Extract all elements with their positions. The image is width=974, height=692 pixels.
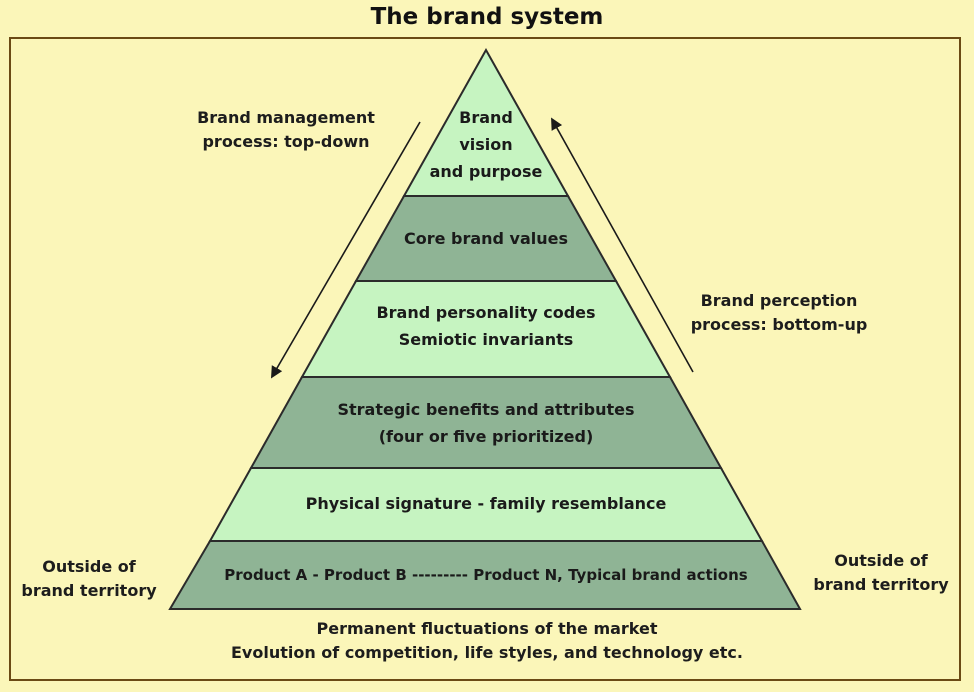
diagram-frame bbox=[9, 37, 961, 681]
top-down-process-label: Brand management process: top-down bbox=[197, 108, 375, 151]
pyramid-level-products bbox=[168, 540, 802, 610]
level-text-benefits: Strategic benefits and attributes (four … bbox=[337, 400, 635, 446]
outside-territory-left: Outside of brand territory bbox=[21, 557, 157, 600]
level-text-products: Product A - Product B --------- Product … bbox=[224, 566, 748, 584]
bottom-up-process-label: Brand perception process: bottom-up bbox=[690, 291, 868, 334]
level-text-signature: Physical signature - family resemblance bbox=[305, 494, 667, 513]
level-text-values: Core brand values bbox=[403, 229, 569, 248]
bottom-up-arrow bbox=[551, 117, 694, 373]
top-down-arrow bbox=[270, 121, 421, 379]
market-fluctuations-text: Permanent fluctuations of the market Evo… bbox=[230, 619, 743, 662]
outside-territory-right: Outside of brand territory bbox=[813, 551, 949, 594]
diagram-title: The brand system bbox=[370, 4, 604, 30]
level-text-vision: Brand vision and purpose bbox=[429, 108, 543, 181]
level-text-personality: Brand personality codes Semiotic invaria… bbox=[376, 303, 596, 349]
